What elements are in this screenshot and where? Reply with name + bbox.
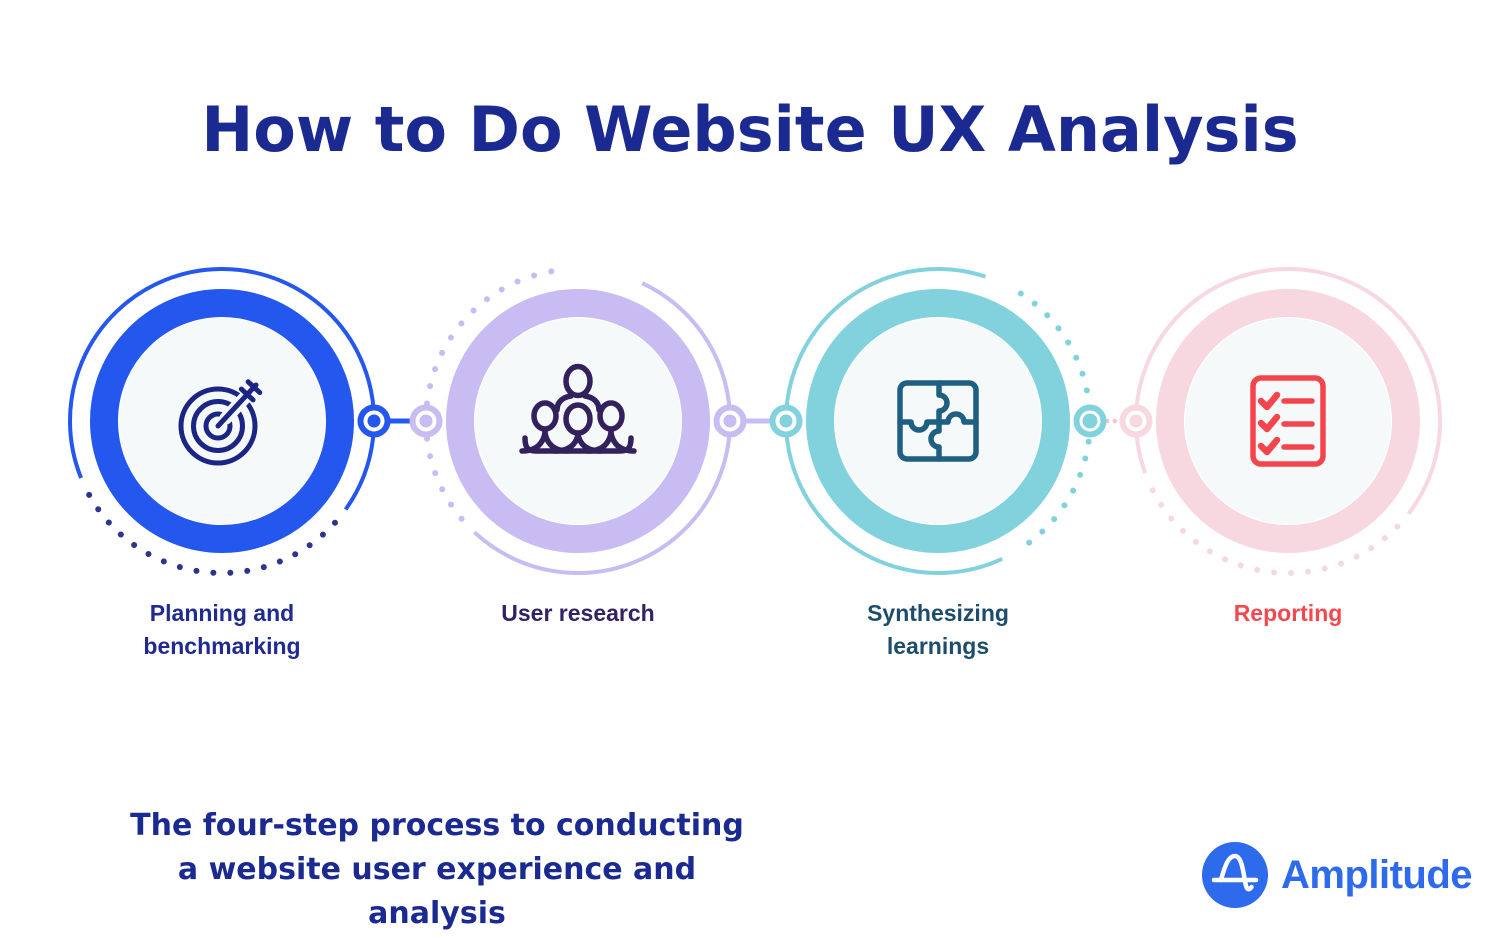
caption: The four-step process to conducting a we…: [130, 808, 744, 931]
step-label-reporting: Reporting: [1233, 600, 1343, 626]
step-label-synthesizing: Synthesizing learnings: [867, 600, 1009, 659]
target-arrow-icon: [178, 368, 273, 466]
inner-fill: [475, 318, 681, 524]
outer-arc-dotted: [423, 266, 733, 576]
step3-graphic: [769, 266, 1107, 576]
step1-graphic: [67, 266, 391, 576]
connector-node-left: [769, 404, 803, 438]
connector-node-left: [409, 404, 443, 438]
step4-graphic: [1119, 266, 1443, 576]
step2-graphic: [409, 266, 747, 576]
amplitude-logo-text: Amplitude: [1281, 852, 1473, 897]
connector-node-right: [1073, 404, 1107, 438]
inner-fill: [1185, 318, 1391, 524]
checklist-icon: [1250, 375, 1326, 467]
step-reporting: [1118, 251, 1458, 591]
main-ring: [90, 289, 354, 553]
step-planning-and-benchmarking: [52, 251, 392, 591]
main-ring: [806, 289, 1070, 553]
outer-arc-solid: [784, 267, 1092, 575]
step-synthesizing-learnings: [768, 251, 1108, 591]
connector-node-right: [357, 404, 391, 438]
process-diagram: Planning and benchmarking User research …: [0, 251, 1500, 701]
people-group-icon: [519, 363, 637, 454]
step-label-planning: Planning and benchmarking: [143, 600, 301, 659]
step-user-research: [408, 251, 748, 591]
amplitude-wave-icon: [1202, 842, 1268, 908]
puzzle-icon: [897, 380, 979, 462]
main-ring: [1156, 289, 1420, 553]
outer-arc-dotted: [67, 266, 377, 576]
outer-arc-dotted: [1133, 266, 1443, 576]
amplitude-logo: Amplitude: [1202, 842, 1473, 908]
connector-node-left: [1119, 404, 1153, 438]
connector-node-right: [713, 404, 747, 438]
main-ring: [446, 289, 710, 553]
outer-arc-dotted: [783, 266, 1093, 576]
page-title: How to Do Website UX Analysis: [201, 93, 1299, 166]
step-label-user-research: User research: [501, 600, 655, 626]
